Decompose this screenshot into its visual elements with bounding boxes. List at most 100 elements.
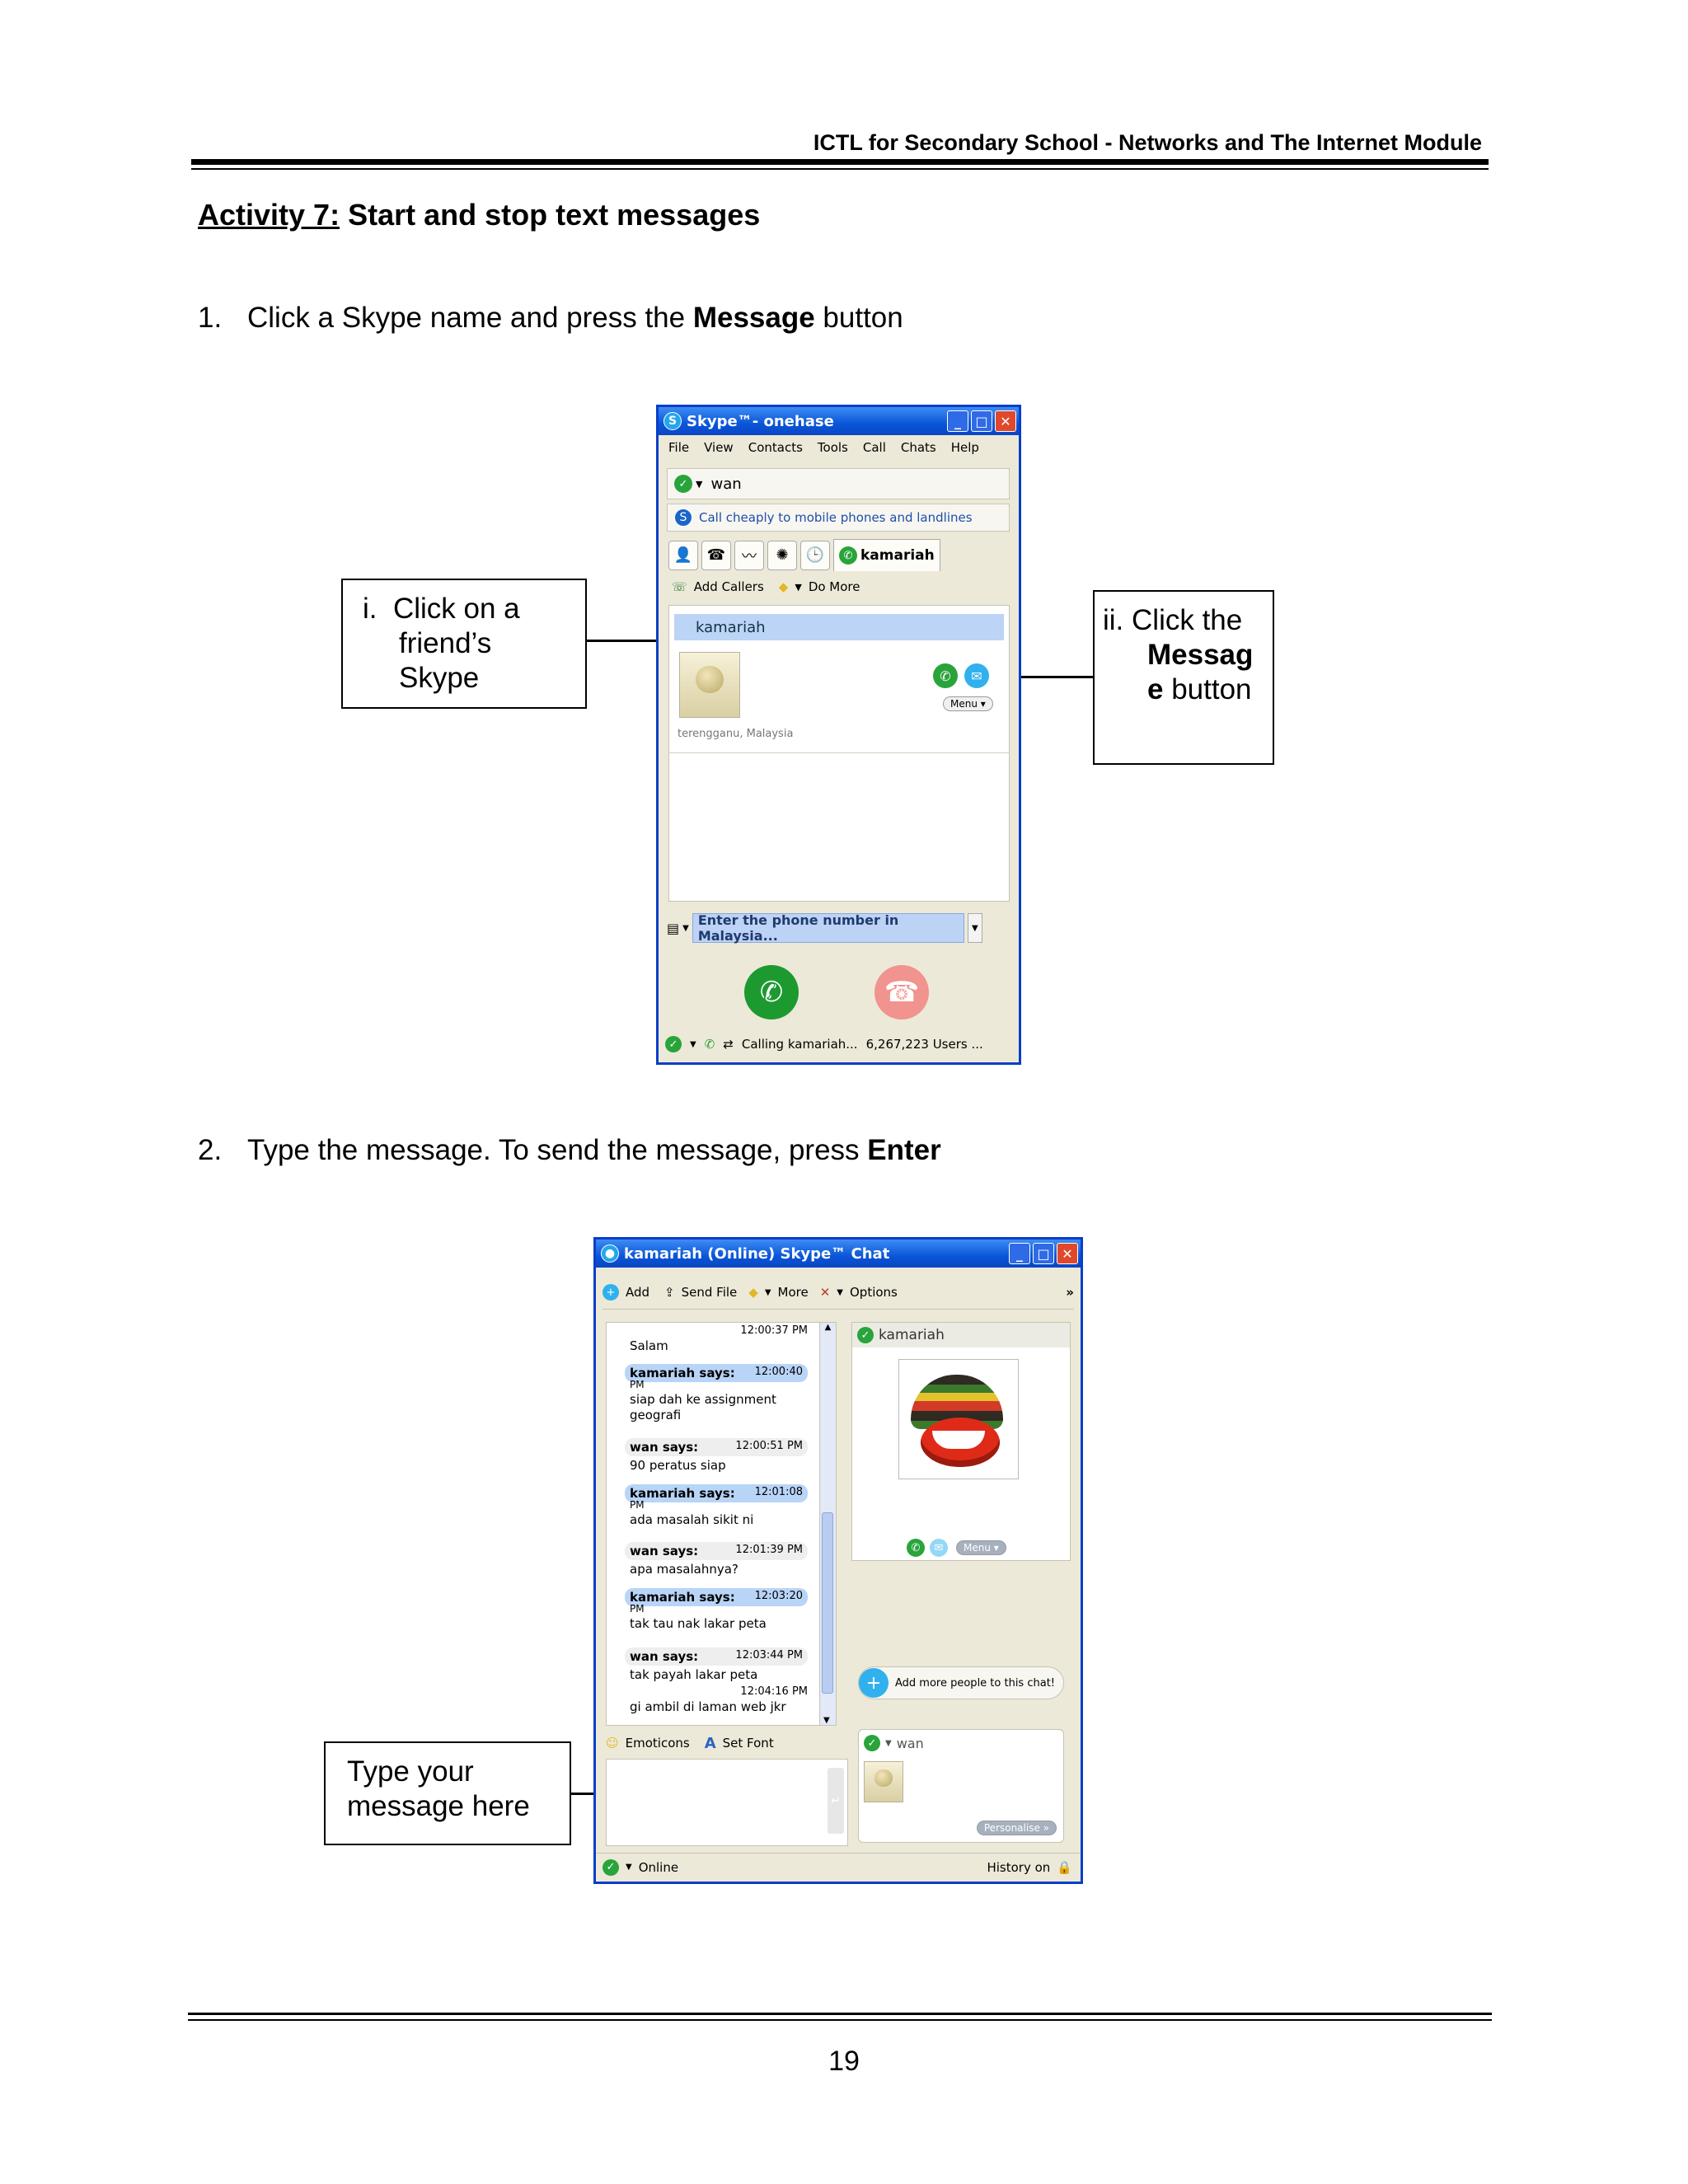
more-button[interactable]: More [777, 1285, 809, 1300]
hangup-button[interactable]: ☎ [874, 965, 929, 1019]
chat-scrollbar[interactable]: ▲ ▼ [819, 1323, 836, 1725]
add-callers-icon[interactable]: ☏ [672, 579, 687, 594]
overflow-icon[interactable]: » [1066, 1285, 1074, 1300]
callout-click-friend: i. Click on a friend’s Skype [341, 579, 587, 709]
callout-click-message: ii. Click the Messag e button [1093, 590, 1274, 765]
contacts-tab-icon[interactable]: 👤 [668, 540, 698, 570]
callout-line: friend’s [399, 627, 492, 659]
promo-link[interactable]: Call cheaply to mobile phones and landli… [699, 510, 973, 525]
message-time: 12:00:37 PM [740, 1324, 808, 1337]
options-button[interactable]: Options [850, 1285, 898, 1300]
chevron-down-icon[interactable]: ▼ [885, 1738, 892, 1748]
sender-name: wan says: [630, 1440, 699, 1455]
chevron-down-icon[interactable]: ▼ [764, 1287, 771, 1297]
skype-logo-icon: S [674, 509, 692, 527]
minimize-icon[interactable]: _ [1009, 1243, 1030, 1264]
font-icon[interactable]: A [704, 1734, 716, 1752]
user-name: wan [710, 475, 742, 493]
menu-contacts[interactable]: Contacts [748, 440, 803, 455]
online-status-label: Online [638, 1859, 679, 1875]
callout-number: i. [363, 593, 377, 625]
send-file-button[interactable]: Send File [681, 1285, 738, 1300]
personalise-button[interactable]: Personalise » [976, 1821, 1057, 1835]
scrollbar-thumb[interactable] [822, 1512, 833, 1694]
sender-name: kamariah says: [630, 1486, 735, 1501]
chevron-down-icon[interactable]: ▼ [795, 581, 802, 593]
do-more-icon[interactable]: ◆ [778, 579, 789, 594]
tools-icon[interactable]: ✕ [819, 1285, 831, 1300]
chat-icon: ● [601, 1244, 619, 1263]
scroll-down-icon[interactable]: ▼ [823, 1716, 830, 1725]
online-status-icon[interactable]: ✓ [864, 1735, 880, 1751]
divider [669, 752, 1009, 753]
contact-picture [898, 1359, 1019, 1479]
flag-icon[interactable]: ▤ [667, 920, 680, 936]
promo-bar[interactable]: S Call cheaply to mobile phones and land… [667, 504, 1010, 532]
contact-location: terengganu, Malaysia [678, 728, 794, 740]
footer-rule [188, 2013, 1492, 2015]
contact-panel: kamariah ✆ ✉ Menu ▾ terengganu, Malaysia [668, 605, 1010, 902]
emoticons-button[interactable]: Emoticons [625, 1736, 690, 1750]
scroll-up-icon[interactable]: ▲ [824, 1323, 832, 1332]
dial-tab-icon[interactable]: ☎ [701, 540, 731, 570]
menu-view[interactable]: View [704, 440, 734, 455]
add-button[interactable]: Add [626, 1285, 650, 1300]
callout-line: message here [347, 1790, 530, 1822]
page-number: 19 [828, 2046, 860, 2077]
status-bar-top[interactable]: ✓ ▼ wan [667, 468, 1010, 499]
menu-bar: File View Contacts Tools Call Chats Help [659, 435, 1019, 460]
chevron-down-icon[interactable]: ▼ [690, 1039, 696, 1049]
history-tab-icon[interactable]: 🕒 [800, 540, 830, 570]
maximize-icon[interactable]: □ [971, 410, 992, 432]
tools-tab-icon[interactable]: ✺ [767, 540, 797, 570]
history-status[interactable]: History on [987, 1859, 1051, 1875]
arrow-line [1007, 676, 1093, 678]
call-button[interactable]: ✆ [933, 663, 958, 688]
phone-number-input[interactable]: Enter the phone number in Malaysia... [692, 912, 964, 944]
close-icon[interactable]: ✕ [1057, 1243, 1078, 1264]
menu-tools[interactable]: Tools [817, 440, 848, 455]
maximize-icon[interactable]: □ [1033, 1243, 1054, 1264]
add-callers-button[interactable]: Add Callers [693, 579, 764, 594]
call-status-text: Calling kamariah... [741, 1037, 858, 1052]
contact-name: kamariah [879, 1327, 945, 1343]
message-button[interactable]: ✉ [964, 663, 989, 688]
online-status-icon[interactable]: ✓ [674, 475, 692, 493]
add-icon[interactable]: + [603, 1284, 619, 1301]
sender-name: wan says: [630, 1649, 699, 1664]
chat-message: kamariah says:12:00:40 PM siap dah ke as… [625, 1364, 808, 1425]
menu-help[interactable]: Help [950, 440, 979, 455]
call-icon[interactable]: ✆ [907, 1539, 925, 1557]
message-time: 12:01:39 PM [735, 1544, 803, 1556]
chevron-down-icon[interactable]: ▼ [967, 913, 982, 943]
contact-menu-button[interactable]: Menu ▾ [943, 696, 993, 711]
contact-menu-button[interactable]: Menu ▾ [956, 1540, 1006, 1555]
menu-file[interactable]: File [668, 440, 690, 455]
contact-header: ✓ kamariah [852, 1323, 1070, 1347]
chevron-down-icon[interactable]: ▼ [696, 478, 703, 490]
skype-chat-window: ● kamariah (Online) Skype™ Chat _ □ ✕ + … [593, 1237, 1083, 1884]
close-icon[interactable]: ✕ [995, 410, 1016, 432]
more-icon[interactable]: ◆ [748, 1285, 758, 1300]
menu-call[interactable]: Call [862, 440, 886, 455]
chevron-down-icon[interactable]: ▼ [682, 923, 689, 933]
message-icon[interactable]: ✉ [930, 1539, 948, 1557]
online-status-icon[interactable]: ✓ [665, 1036, 682, 1052]
send-icon[interactable]: ↵ [828, 1768, 844, 1834]
menu-chats[interactable]: Chats [900, 440, 936, 455]
contact-row-kamariah[interactable]: kamariah [674, 614, 1004, 640]
chevron-down-icon[interactable]: ▼ [626, 1863, 632, 1872]
send-file-icon[interactable]: ⇪ [664, 1285, 675, 1300]
set-font-button[interactable]: Set Font [722, 1736, 774, 1750]
chevron-down-icon[interactable]: ▼ [837, 1287, 843, 1297]
minimize-icon[interactable]: _ [947, 410, 968, 432]
call-green-button[interactable]: ✆ [744, 965, 799, 1019]
tab-kamariah[interactable]: ✆ kamariah [833, 539, 940, 571]
add-people-button[interactable]: + Add more people to this chat! [858, 1666, 1064, 1699]
live-tab-icon[interactable]: 〰 [734, 540, 764, 570]
skype-main-window: S Skype™ - onehase _ □ ✕ File View Conta… [656, 405, 1021, 1065]
do-more-button[interactable]: Do More [808, 579, 860, 594]
online-status-icon[interactable]: ✓ [603, 1858, 619, 1876]
emoticon-icon[interactable]: ☺ [606, 1736, 619, 1750]
message-input[interactable]: ↵ [606, 1759, 848, 1846]
